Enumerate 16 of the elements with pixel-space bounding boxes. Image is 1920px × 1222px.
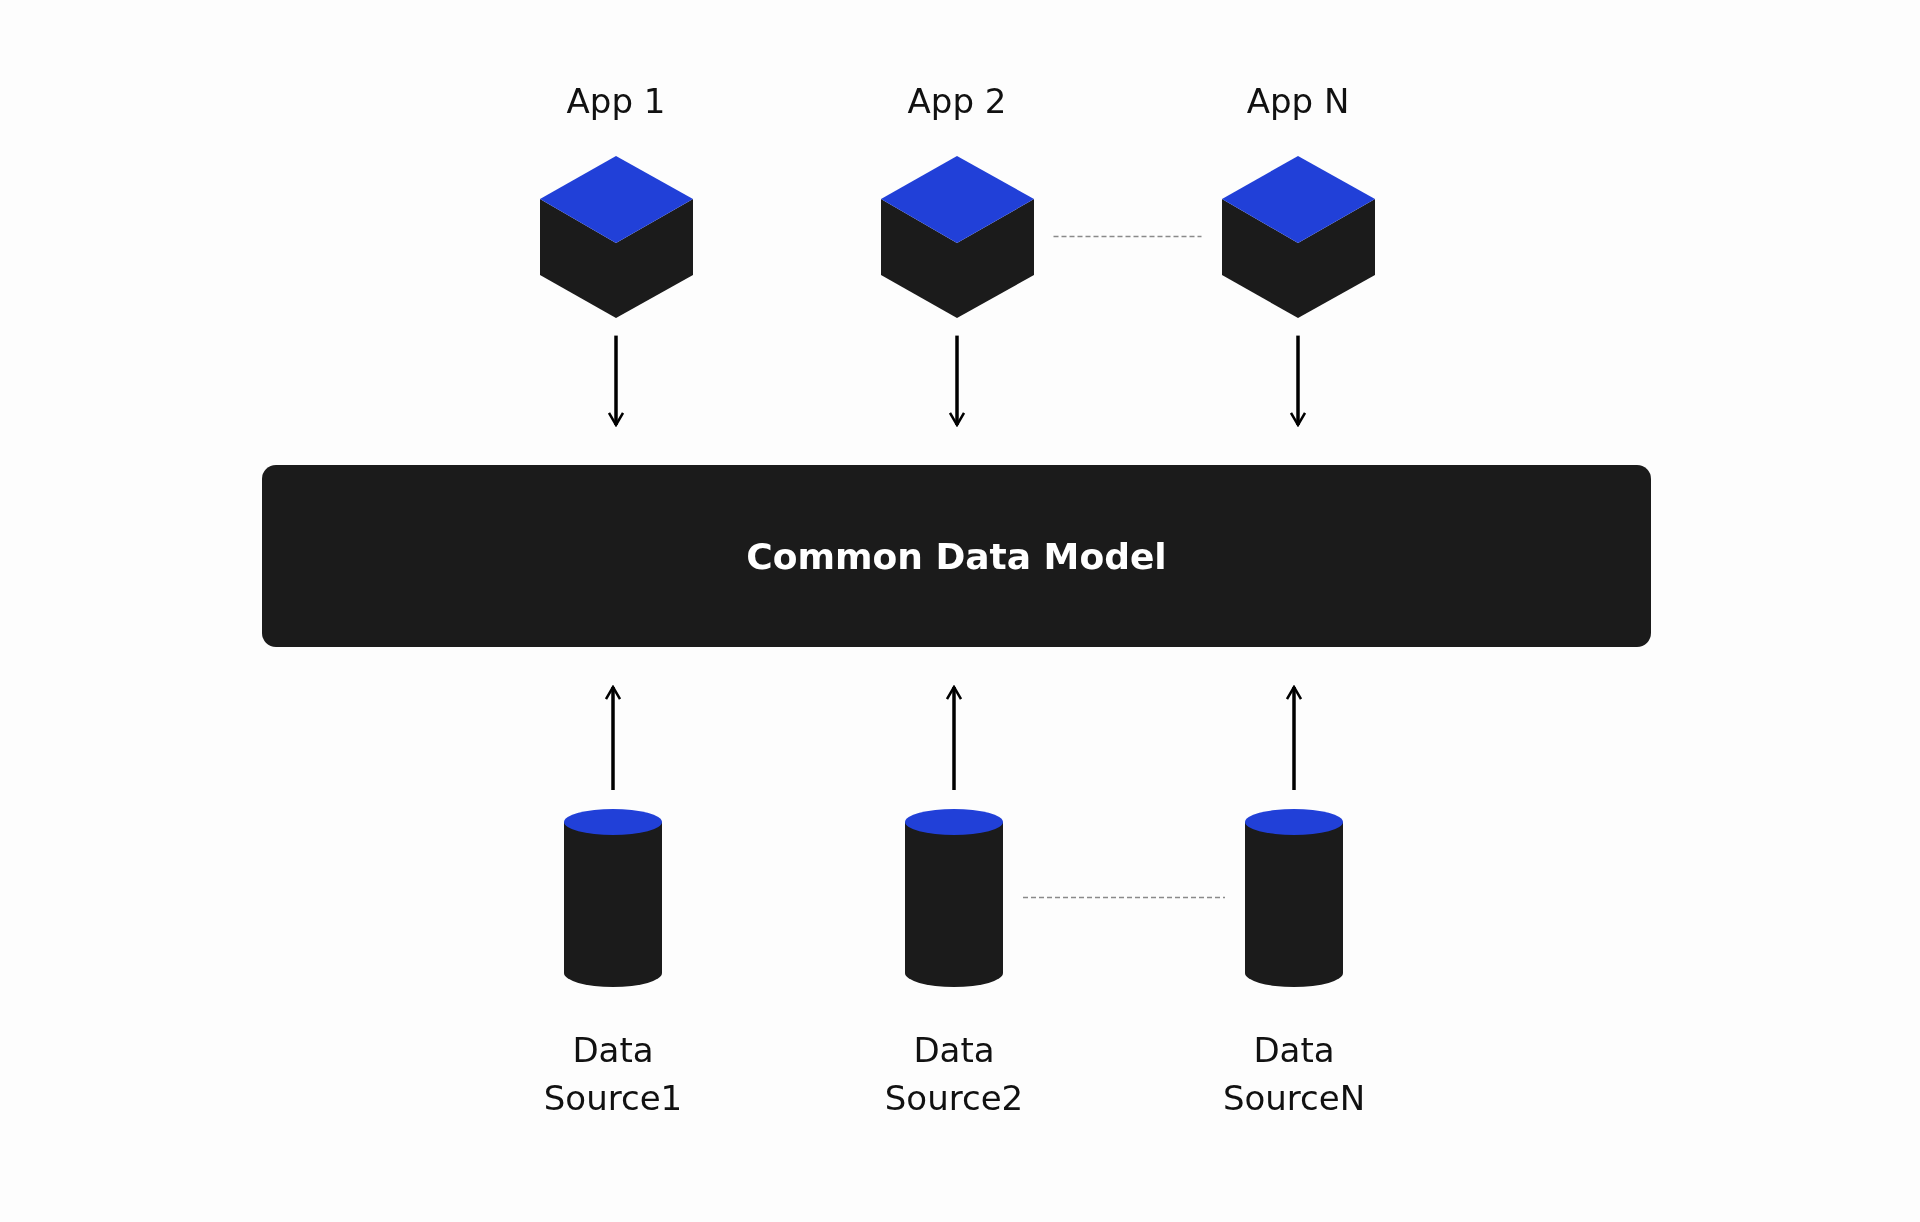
node-label: App 1 <box>566 80 666 123</box>
arrow <box>948 335 966 427</box>
arrow <box>1285 685 1303 790</box>
node-label: App N <box>1246 80 1350 123</box>
dashed-connector <box>1052 235 1203 238</box>
node-label: Data Source2 <box>883 1029 1025 1120</box>
arrow <box>1289 335 1307 427</box>
model-box <box>262 465 1651 647</box>
dashed-connector <box>1022 896 1226 899</box>
arrow <box>604 685 622 790</box>
node-label: Data SourceN <box>1221 1029 1367 1120</box>
box-label: Common Data Model <box>746 535 1167 577</box>
node-label: App 2 <box>907 80 1007 123</box>
arrow <box>945 685 963 790</box>
node-label: Data Source1 <box>542 1029 684 1120</box>
arrow <box>607 335 625 427</box>
